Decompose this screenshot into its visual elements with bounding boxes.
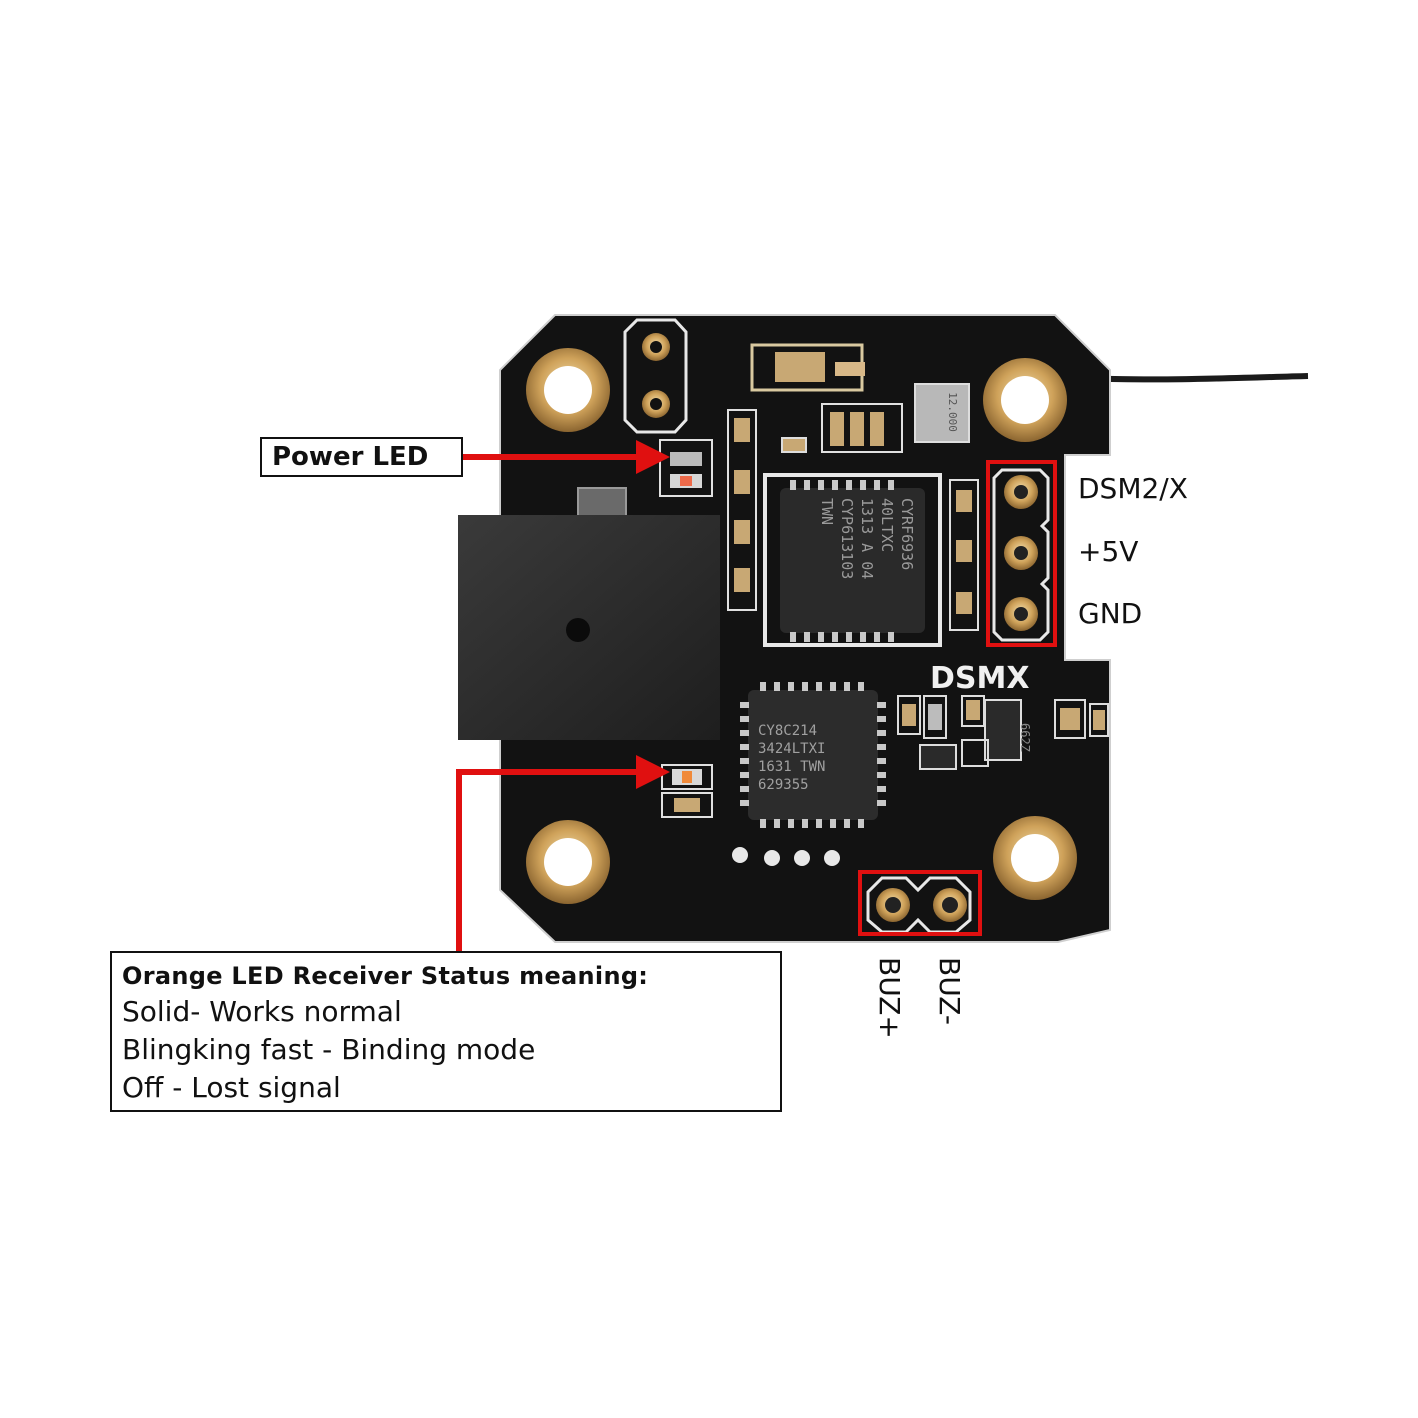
right-lower-components: 662Z: [897, 695, 1109, 770]
crystal-oscillator: [914, 383, 970, 443]
chip-1-line-4: CYP613103: [838, 498, 856, 579]
top-resistor-row: [781, 403, 903, 453]
chip-2-line-4: 629355: [758, 777, 809, 793]
chip-1-line-1: CYRF6936: [898, 498, 916, 570]
pin-label-ground: GND: [1078, 597, 1143, 630]
status-legend-solid: Solid- Works normal: [122, 995, 402, 1028]
chip-1-line-5: TWN: [818, 498, 836, 525]
status-led: [661, 764, 713, 818]
dsm-pin-header: [992, 468, 1050, 642]
status-legend-blinking: Blingking fast - Binding mode: [122, 1033, 536, 1066]
pin-label-power: +5V: [1078, 535, 1139, 568]
chip-2-line-3: 1631 TWN: [758, 759, 825, 775]
pin-label-buzzer-minus: BUZ-: [933, 957, 966, 1026]
chip-2-line-1: CY8C214: [758, 723, 817, 739]
chip-1-line-3: 1313 A 04: [858, 498, 876, 579]
buzzer-hole: [566, 618, 590, 642]
top-header-outline: [623, 318, 688, 434]
crystal-label: 12.000: [946, 392, 959, 432]
regulator-label: 662Z: [1018, 723, 1032, 752]
bottom-test-pads: [732, 847, 840, 866]
power-led-label: Power LED: [272, 442, 429, 472]
dsm-pin-highlight: [986, 460, 1057, 647]
status-legend-title: Orange LED Receiver Status meaning:: [122, 962, 649, 990]
pin-label-signal: DSM2/X: [1078, 472, 1188, 505]
power-led: [659, 439, 713, 497]
power-led-callout: Power LED: [260, 437, 463, 477]
status-legend-off: Off - Lost signal: [122, 1071, 341, 1104]
power-led-arrow: [462, 440, 670, 474]
chip-cyrf6936: CYRF6936 40LTXC 1313 A 04 CYP613103 TWN: [763, 473, 942, 647]
mounting-holes: [526, 348, 1077, 904]
chip-cy8c214: CY8C214 3424LTXI 1631 TWN 629355: [740, 682, 886, 828]
chip-1-line-2: 40LTXC: [878, 498, 896, 552]
voltage-regulator: [984, 699, 1022, 761]
left-smd-column: [727, 409, 757, 611]
right-smd-column: [949, 479, 979, 631]
buzzer-pad-highlight: [858, 870, 982, 936]
status-legend-callout: Orange LED Receiver Status meaning: Soli…: [110, 951, 782, 1112]
dsmx-logo: DSMX: [930, 661, 1030, 696]
status-led-arrow: [456, 755, 670, 952]
pin-label-buzzer-plus: BUZ+: [873, 957, 906, 1039]
chip-2-line-2: 3424LTXI: [758, 741, 825, 757]
